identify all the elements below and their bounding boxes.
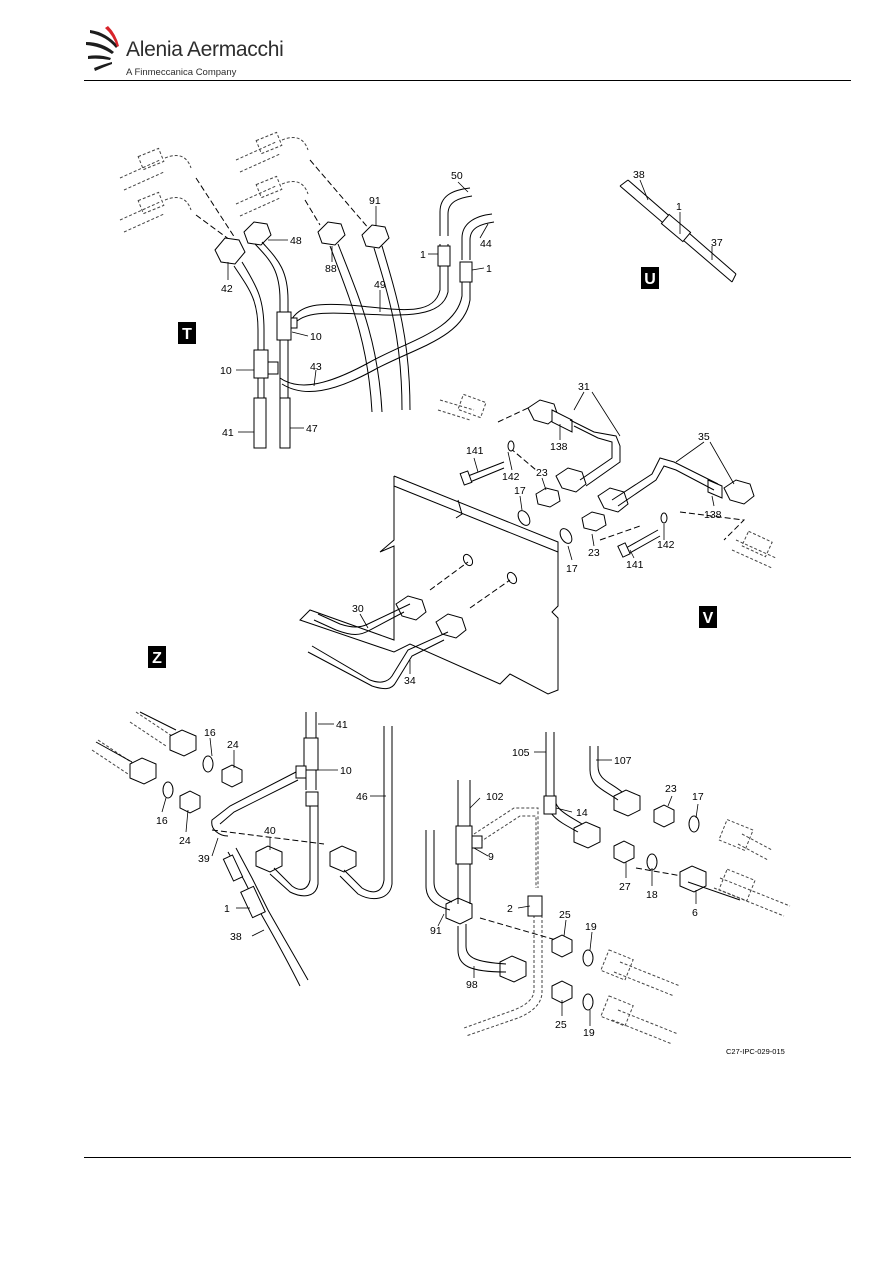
callout-number: 91 bbox=[369, 195, 381, 207]
callout-number: 18 bbox=[646, 889, 658, 901]
callout-number: 49 bbox=[374, 279, 386, 291]
callout-number: 1 bbox=[420, 249, 426, 261]
callout-number: 17 bbox=[514, 485, 526, 497]
view-badge-z: Z bbox=[152, 650, 162, 667]
callout-number: 50 bbox=[451, 170, 463, 182]
view-badges: T U V Z bbox=[148, 267, 717, 668]
callout-number: 38 bbox=[230, 931, 242, 943]
callout-number: 34 bbox=[404, 675, 416, 687]
callout-number: 38 bbox=[633, 169, 645, 181]
callout-number: 91 bbox=[430, 925, 442, 937]
callout-number: 40 bbox=[264, 825, 276, 837]
callout-number: 10 bbox=[220, 365, 232, 377]
callout-leaders bbox=[161, 179, 735, 1026]
callout-number: 1 bbox=[224, 903, 230, 915]
callout-number: 31 bbox=[578, 381, 590, 393]
callout-number: 41 bbox=[222, 427, 234, 439]
callout-number: 24 bbox=[179, 835, 191, 847]
callout-number: 46 bbox=[356, 791, 368, 803]
callout-number: 27 bbox=[619, 881, 631, 893]
callout-number: 41 bbox=[336, 719, 348, 731]
callout-number: 16 bbox=[204, 727, 216, 739]
figure-reference-id: C27-IPC-029-015 bbox=[726, 1047, 785, 1056]
callout-number: 9 bbox=[488, 851, 494, 863]
callout-number: 105 bbox=[512, 747, 530, 759]
view-z-assembly bbox=[91, 711, 791, 1045]
callout-number: 1 bbox=[486, 263, 492, 275]
callout-number: 98 bbox=[466, 979, 478, 991]
callout-number: 142 bbox=[657, 539, 675, 551]
callout-number: 47 bbox=[306, 423, 318, 435]
footer-divider bbox=[84, 1157, 851, 1158]
callout-number: 17 bbox=[692, 791, 704, 803]
callout-number: 2 bbox=[507, 903, 513, 915]
callout-number: 10 bbox=[310, 331, 322, 343]
view-badge-u: U bbox=[644, 271, 656, 288]
callout-number: 138 bbox=[550, 441, 568, 453]
callout-number: 48 bbox=[290, 235, 302, 247]
callout-number: 25 bbox=[559, 909, 571, 921]
view-badge-v: V bbox=[703, 610, 714, 627]
callout-number: 138 bbox=[704, 509, 722, 521]
callout-number: 43 bbox=[310, 361, 322, 373]
callout-number: 39 bbox=[198, 853, 210, 865]
callout-number: 16 bbox=[156, 815, 168, 827]
callout-number: 17 bbox=[566, 563, 578, 575]
callout-number: 1 bbox=[676, 201, 682, 213]
callout-number: 25 bbox=[555, 1019, 567, 1031]
view-badge-t: T bbox=[182, 326, 192, 343]
callout-number: 10 bbox=[340, 765, 352, 777]
header-divider bbox=[84, 80, 851, 81]
callout-labels: 50 91 48 44 1 1 88 42 49 10 10 43 41 47 … bbox=[156, 169, 723, 1039]
callout-number: 102 bbox=[486, 791, 504, 803]
callout-number: 19 bbox=[585, 921, 597, 933]
callout-number: 24 bbox=[227, 739, 239, 751]
callout-number: 19 bbox=[583, 1027, 595, 1039]
callout-number: 6 bbox=[692, 907, 698, 919]
callout-number: 107 bbox=[614, 755, 632, 767]
callout-number: 42 bbox=[221, 283, 233, 295]
callout-number: 141 bbox=[466, 445, 484, 457]
callout-number: 141 bbox=[626, 559, 644, 571]
view-t-assembly bbox=[119, 131, 495, 449]
callout-number: 37 bbox=[711, 237, 723, 249]
callout-number: 88 bbox=[325, 263, 337, 275]
brand-name: Alenia Aermacchi bbox=[126, 38, 284, 61]
view-u-assembly bbox=[619, 179, 737, 283]
callout-number: 14 bbox=[576, 807, 588, 819]
callout-number: 23 bbox=[536, 467, 548, 479]
callout-number: 23 bbox=[665, 783, 677, 795]
callout-number: 35 bbox=[698, 431, 710, 443]
alenia-aermacchi-logo bbox=[86, 26, 119, 71]
callout-number: 23 bbox=[588, 547, 600, 559]
callout-number: 142 bbox=[502, 471, 520, 483]
page-header: Alenia Aermacchi A Finmeccanica Company bbox=[0, 0, 893, 82]
callout-number: 44 bbox=[480, 238, 492, 250]
callout-number: 30 bbox=[352, 603, 364, 615]
brand-tagline: A Finmeccanica Company bbox=[126, 67, 237, 78]
